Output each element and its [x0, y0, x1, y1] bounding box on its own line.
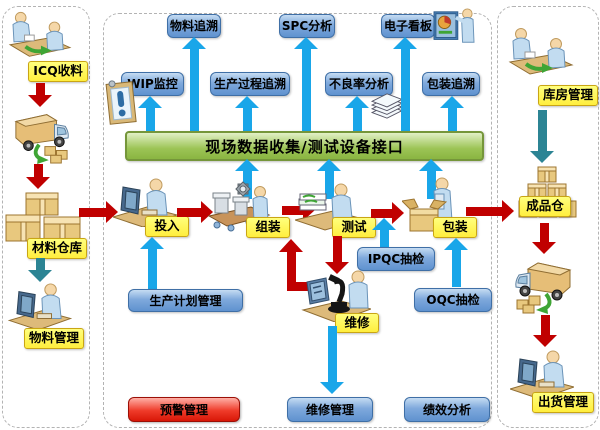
clipboard-alert-icon — [105, 76, 137, 128]
arrow-to-kanban — [393, 37, 417, 131]
arrow-test-to-bar — [317, 159, 341, 199]
arrow-to-process-trace — [235, 96, 259, 131]
module-performance: 绩效分析 — [404, 397, 490, 422]
module-production-plan: 生产计划管理 — [128, 289, 243, 312]
arrow-to-spc — [294, 37, 318, 131]
material-mgmt-computer-icon — [8, 282, 72, 330]
receiving-desk-icon — [8, 10, 72, 64]
module-oqc: OQC抽检 — [414, 288, 492, 312]
module-repair-mgmt: 维修管理 — [287, 397, 373, 422]
label-station-assembly: 组装 — [246, 217, 290, 238]
label-icq-receiving: ICQ收料 — [28, 61, 88, 82]
packing-station-icon — [402, 177, 460, 235]
middle-zone-border — [103, 13, 492, 428]
repair-station-icon — [301, 268, 371, 322]
right-zone-border — [497, 6, 599, 428]
arrow-repair-to-repair-mgmt — [320, 326, 344, 394]
label-station-input: 投入 — [145, 216, 189, 237]
module-defect-analysis: 不良率分析 — [325, 72, 393, 96]
arrow-repair-foot — [287, 282, 313, 291]
kanban-person-icon — [432, 8, 476, 48]
module-process-trace: 生产过程追溯 — [210, 72, 290, 96]
label-station-packing: 包装 — [433, 217, 477, 238]
material-warehouse-boxes-icon — [4, 191, 82, 243]
arrow-to-packing-trace — [440, 96, 464, 131]
arrow-to-defect — [345, 96, 369, 131]
module-alert-mgmt: 预警管理 — [128, 397, 240, 422]
label-material-mgmt: 物料管理 — [24, 328, 84, 349]
label-station-test: 测试 — [332, 217, 376, 238]
label-station-repair: 维修 — [335, 313, 379, 333]
arrow-to-material-trace — [182, 37, 206, 131]
test-station-icon — [295, 182, 363, 234]
truck-icon — [10, 106, 72, 164]
arrow-to-wip — [138, 96, 162, 131]
arrow-plan-to-input — [140, 237, 164, 289]
label-finished-goods: 成品仓 — [519, 196, 571, 217]
label-shipping-mgmt: 出货管理 — [532, 392, 594, 413]
module-e-kanban: 电子看板 — [381, 14, 435, 38]
data-collection-interface-bar: 现场数据收集/测试设备接口 — [125, 131, 484, 161]
arrow-oqc-up — [444, 238, 468, 287]
arrow-packing-to-bar — [419, 159, 443, 199]
module-ipqc: IPQC抽检 — [357, 247, 435, 271]
arrow-truck-to-warehouse — [26, 164, 50, 189]
arrow-finished-to-truck — [532, 223, 556, 254]
module-spc-analysis: SPC分析 — [279, 14, 335, 38]
label-warehouse-mgmt: 库房管理 — [538, 85, 598, 106]
arrow-packing-to-finished-goods — [466, 200, 514, 222]
warehouse-mgmt-desk-icon — [508, 26, 574, 82]
left-zone-border — [2, 6, 90, 428]
shipping-mgmt-computer-icon — [510, 349, 574, 399]
arrow-warehouse-to-material-mgmt — [28, 258, 52, 282]
arrow-truck-to-shipping-mgmt — [533, 315, 557, 347]
arrow-test-to-repair — [325, 236, 349, 274]
shipping-truck-icon — [512, 254, 576, 314]
arrow-ipqc-up — [372, 218, 396, 247]
module-packing-trace: 包装追溯 — [422, 72, 480, 96]
arrow-input-to-assembly — [177, 201, 213, 223]
label-material-warehouse: 材料仓库 — [27, 238, 87, 259]
arrow-warehouse-mgmt-to-finished — [530, 110, 554, 163]
arrow-repair-to-assembly — [279, 239, 315, 297]
arrow-icq-to-truck — [28, 83, 52, 107]
module-material-trace: 物料追溯 — [167, 14, 221, 38]
